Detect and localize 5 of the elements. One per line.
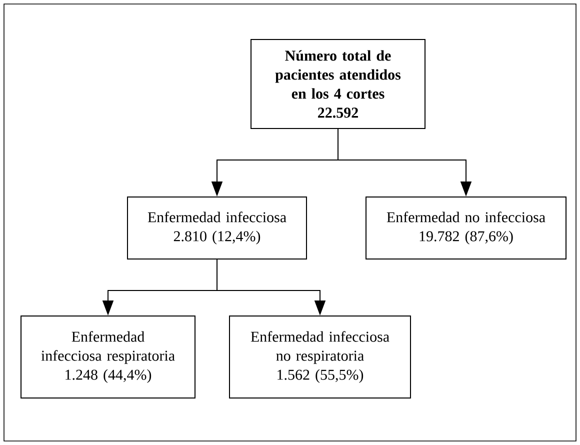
- box: Enfermedad infecciosa no respiratoria 1.562 (55,5%): [229, 316, 411, 398]
- box: Enfermedad no infecciosa 19.782 (87,6%): [366, 196, 566, 260]
- box: Número total de pacientes atendidos en los 4 cortes 22.592: [250, 39, 426, 129]
- box: Enfermedad infecciosa 2.810 (12,4%): [127, 196, 307, 260]
- box: Enfermedad infecciosa respiratoria 1.248 (44,4%): [20, 316, 196, 398]
